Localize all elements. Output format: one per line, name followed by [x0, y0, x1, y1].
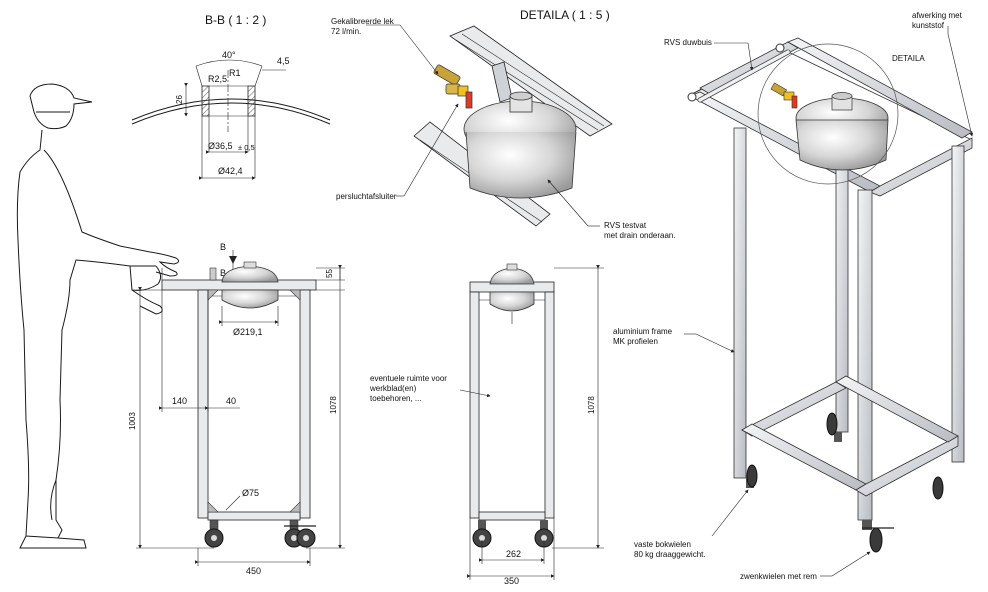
side-leg-right [544, 291, 555, 519]
dim-4-5: 4,5 [277, 56, 290, 66]
iso-top-rail-back [699, 41, 799, 95]
iso-bottom-rail-left [741, 423, 867, 491]
section-b-b: B-B ( 1 : 2 ) 40° R2,5 R1 4,5 26 Ø36,5 ±… [131, 13, 331, 180]
front-vessel [221, 289, 279, 309]
test-vessel-label-1: RVS testvat [604, 221, 647, 230]
finish-label-1: afwerking met [912, 11, 963, 20]
calibrated-leak-label-2: 72 l/min. [331, 27, 361, 36]
swivel-wheels-label: zwenkwielen met rem [740, 572, 817, 581]
frame-label-2: MK profielen [613, 337, 658, 346]
side-view: eventuele ruimte voor werkblad(en) toebe… [369, 263, 604, 586]
angle-dim: 40° [222, 50, 236, 60]
iso-test-vessel [795, 119, 889, 171]
pipe-wall-right [247, 85, 256, 117]
test-vessel-label-2: met drain onderaan. [604, 231, 676, 240]
dim-55: 55 [325, 269, 334, 278]
frame-label-1: aluminium frame [613, 327, 673, 336]
iso-leg-front [857, 189, 873, 521]
air-shutoff-label: persluchtafsluiter [336, 192, 397, 201]
section-title: B-B ( 1 : 2 ) [205, 13, 266, 27]
dim-1078-side: 1078 [587, 396, 596, 414]
section-mark-top: B [220, 242, 226, 252]
radius-1-dim: R1 [229, 68, 241, 78]
space-note-1: eventuele ruimte voor [370, 374, 447, 383]
dim-450: 450 [246, 566, 261, 576]
front-view: B B 55 Ø219,1 [128, 242, 345, 576]
dia-42-4: Ø42,4 [218, 166, 243, 176]
push-bar-label: RVS duwbuis [664, 38, 712, 47]
radius-25-dim: R2,5 [208, 74, 227, 84]
side-wheels [472, 520, 554, 548]
dim-40: 40 [226, 396, 236, 406]
detail-ref-label: DETAILA [892, 54, 925, 63]
iso-top-rail-front [869, 137, 973, 197]
finish-label-2: kunststof [912, 21, 945, 30]
front-wheels [204, 519, 316, 548]
dia-36-5: Ø36,5 [208, 141, 233, 151]
dim-350: 350 [504, 576, 519, 586]
front-leg-right [299, 289, 311, 519]
calibrated-leak-label-1: Gekalibreerde lek [331, 17, 395, 26]
detail-a: DETAILA ( 1 : 5 ) Gekalibreerde lek 72 l… [331, 8, 676, 240]
space-note-3: toebehoren, ... [370, 394, 422, 403]
dim-262: 262 [506, 549, 521, 559]
fixed-wheels-label-1: vaste bokwielen [634, 540, 691, 549]
detail-title: DETAILA ( 1 : 5 ) [520, 8, 610, 22]
iso-air-valve [770, 82, 798, 109]
iso-leg-left [733, 127, 747, 479]
dim-26: 26 [175, 95, 184, 104]
iso-bottom-rail-front [855, 435, 959, 497]
dia-75: Ø75 [242, 488, 259, 498]
dia-219-1: Ø219,1 [233, 327, 263, 337]
test-vessel-body [465, 131, 577, 199]
dim-1003: 1003 [128, 412, 137, 430]
dia-tolerance: ± 0,5 [238, 143, 255, 152]
side-leg-left [469, 291, 480, 519]
space-note-2: werkblad(en) [369, 384, 417, 393]
push-bar [698, 50, 790, 102]
human-figure [16, 83, 180, 549]
dim-140: 140 [172, 396, 187, 406]
pipe-wall-left [201, 85, 210, 117]
fixed-wheels-label-2: 80 kg draaggewicht. [634, 550, 706, 559]
detail-top-rail [449, 25, 613, 137]
iso-leg-right [951, 145, 965, 463]
section-mark-bottom: B [220, 268, 226, 278]
dim-1078-front: 1078 [329, 396, 338, 414]
detail-a-callout-circle [757, 43, 899, 185]
side-vessel [489, 291, 535, 312]
isometric-view: RVS duwbuis afwerking met kunststof DETA… [613, 11, 974, 581]
air-valve-detail [433, 64, 473, 109]
iso-wheels [746, 412, 944, 553]
front-leg-left [197, 289, 209, 519]
